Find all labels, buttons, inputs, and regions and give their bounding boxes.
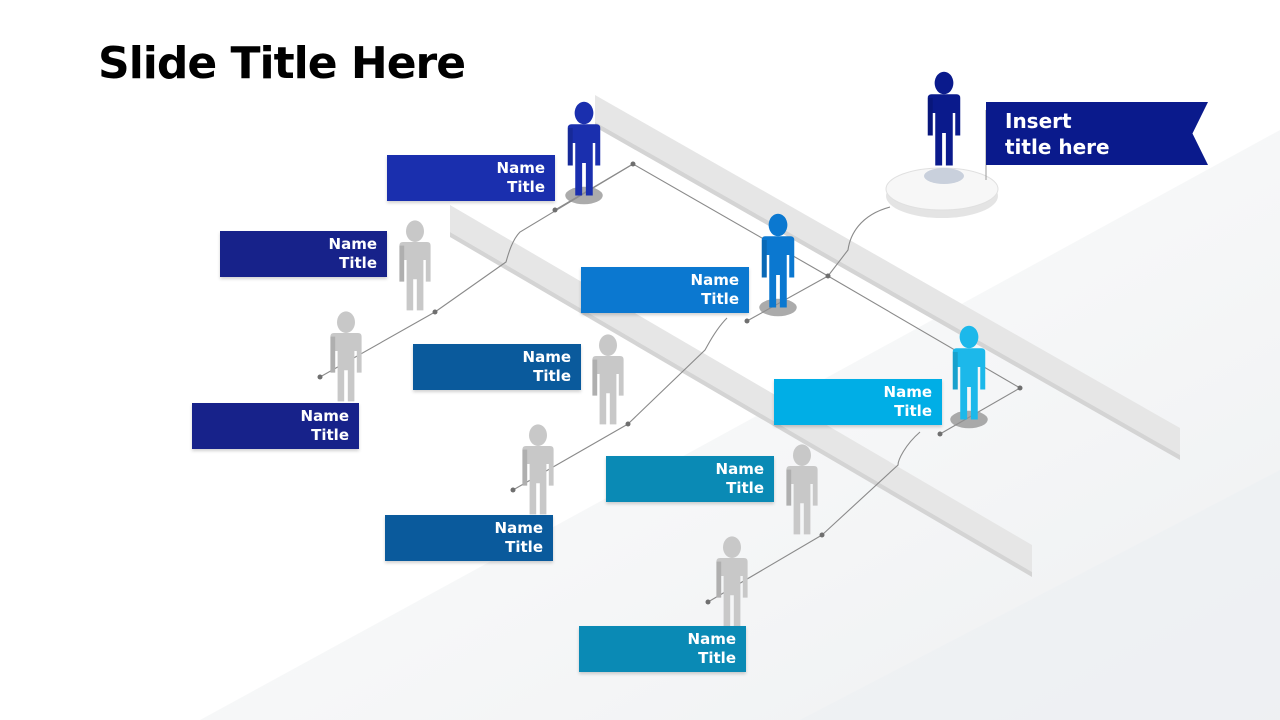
figure-head [934,71,954,95]
pedestal-shadow [924,168,964,184]
banner-line-1: Insert [1005,109,1072,133]
insert-title-banner: Insert title here [986,102,1208,165]
person-icon-node-7 [522,424,554,515]
connector-line [434,163,634,313]
person-icon-node-4 [399,220,431,311]
node-name: Name [883,383,932,401]
figure-head [406,220,424,242]
figure-shadow [759,298,797,317]
connector-dot [510,487,516,493]
isometric-walls [450,95,1180,577]
middle-wall-face [450,232,1032,577]
node-label-4: Name Title [220,231,387,277]
node-title: Title [698,649,736,667]
connector-dot [552,207,558,213]
node-title: Title [533,367,571,385]
figure-head [574,101,594,125]
node-label-3: Name Title [774,379,942,425]
figure-head [959,325,979,349]
connector-line [827,206,891,277]
connector-dot [630,161,636,167]
banner-line-2: title here [1005,135,1110,159]
person-icon-node-8 [786,444,818,535]
connector-dot [825,273,831,279]
slide-title: Slide Title Here [98,38,466,89]
connector-dot [937,431,943,437]
figure-head [793,444,811,466]
node-title: Title [311,426,349,444]
node-name: Name [522,348,571,366]
node-title: Title [701,290,739,308]
connector-dot [819,532,825,538]
connector-dot [432,309,438,315]
back-wall-face [595,122,1180,460]
figure-shadow [565,186,603,205]
pedestal-top [885,167,999,211]
node-label-7: Name Title [385,515,553,561]
connector-line [554,163,634,211]
node-label-1: Name Title [387,155,555,201]
people-figures [330,71,988,627]
figure-head [529,424,547,446]
connector-line [939,387,1021,435]
person-icon-node-1 [565,101,603,205]
figure-body [399,242,431,311]
node-title: Title [894,402,932,420]
figure-body [952,348,986,420]
connector-line [746,275,829,322]
node-title: Title [726,479,764,497]
node-title: Title [507,178,545,196]
figure-head [768,213,788,237]
node-name: Name [496,159,545,177]
connector-line [821,431,921,536]
node-name: Name [690,271,739,289]
top-pedestal [885,110,999,218]
figure-body [592,356,624,425]
connector-dot [705,599,711,605]
node-label-8: Name Title [606,456,774,502]
node-title: Title [339,254,377,272]
figure-body [786,466,818,535]
back-wall-top [595,95,1180,455]
figure-head [723,536,741,558]
node-name: Name [494,519,543,537]
figure-body [716,558,748,627]
node-name: Name [715,460,764,478]
node-name: Name [328,235,377,253]
node-name: Name [300,407,349,425]
node-label-6: Name Title [413,344,581,390]
figure-body [761,236,795,308]
person-icon-node-3 [950,325,988,429]
node-title: Title [505,538,543,556]
node-label-5: Name Title [192,403,359,449]
person-icon-node-2 [759,213,797,317]
figure-head [337,311,355,333]
connector-line [827,275,1021,389]
node-label-9: Name Title [579,626,746,672]
figure-body [330,333,362,402]
connector-dot [317,374,323,380]
connector-dot [625,421,631,427]
figure-body [927,94,961,166]
person-icon-node-5 [330,311,362,402]
node-label-2: Name Title [581,267,749,313]
node-name: Name [687,630,736,648]
connector-dot [1017,385,1023,391]
figure-body [567,124,601,196]
connector-dot [744,318,750,324]
person-icon-node-9 [716,536,748,627]
figure-body [522,446,554,515]
person-icon-top [927,71,961,166]
person-icon-node-6 [592,334,624,425]
figure-shadow [950,410,988,429]
connector-line [632,163,829,277]
connector-line [627,317,728,425]
figure-head [599,334,617,356]
